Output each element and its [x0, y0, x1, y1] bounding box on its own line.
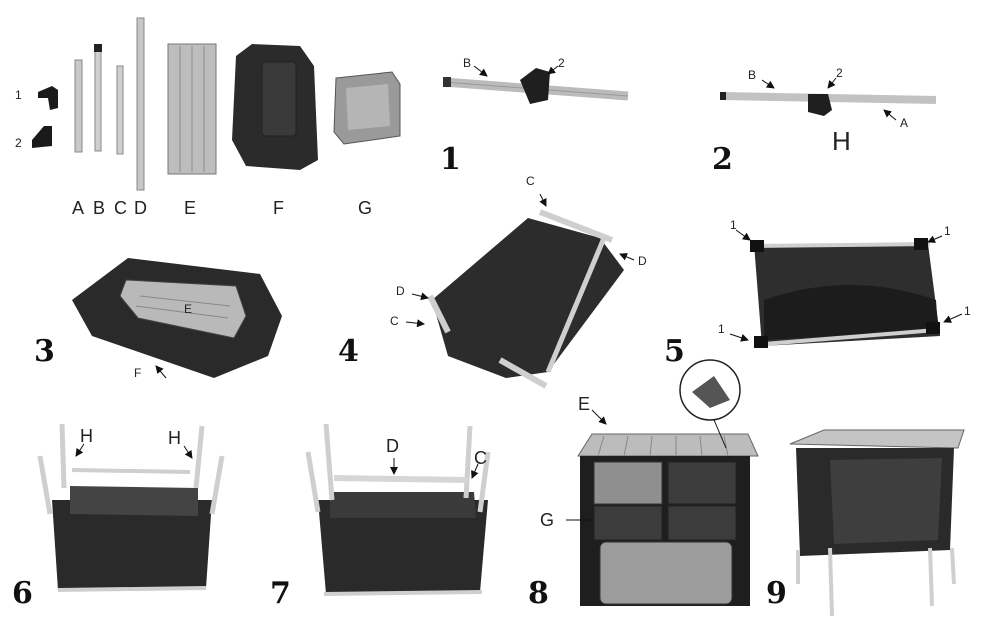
step3-illustration: [72, 258, 282, 379]
part-label-d: D: [134, 198, 147, 218]
pole-a: [74, 59, 83, 153]
step9-illustration: [789, 429, 965, 617]
step4-callout-c-left: C: [390, 314, 399, 328]
step5-callout-1c: 1: [718, 322, 725, 336]
step8-illustration: [566, 359, 759, 606]
step5-callout-1d: 1: [964, 304, 971, 318]
step-number-8: 8: [528, 576, 549, 611]
part-label-b: B: [93, 198, 106, 218]
step6-callout-h-left: H: [80, 426, 93, 446]
step-number-1: 1: [440, 142, 461, 177]
step-number-3: 3: [34, 334, 55, 369]
step4-callout-d-left: D: [396, 284, 405, 298]
step7-callout-d: D: [386, 436, 399, 456]
pole-b: [94, 44, 102, 152]
pole-c: [116, 65, 124, 155]
step4-callout-c-top: C: [526, 174, 535, 188]
part-label-c: C: [114, 198, 127, 218]
step2-callout-h: H: [832, 126, 851, 156]
step-number-4: 4: [338, 334, 359, 369]
table-top-e: [167, 43, 217, 175]
step6-illustration: [37, 423, 225, 592]
step2-callout-b: B: [748, 68, 757, 82]
connector-label-2: 2: [15, 136, 22, 150]
step-number-7: 7: [270, 576, 291, 611]
step1-illustration: [443, 65, 629, 104]
part-label-f: F: [273, 198, 284, 218]
connector-part-2: [32, 126, 52, 148]
step5-illustration: [729, 229, 963, 348]
fabric-cabinet-f: [232, 44, 318, 170]
step3-callout-e: E: [184, 302, 193, 316]
storage-bag-g: [333, 71, 401, 145]
step-number-6: 6: [12, 576, 33, 611]
connector-part-1: [38, 86, 58, 110]
step1-callout-2: 2: [558, 56, 565, 70]
step5-callout-1a: 1: [730, 218, 737, 232]
step4-illustration: [405, 193, 635, 389]
step7-callout-c: C: [474, 448, 487, 468]
connector-label-1: 1: [15, 88, 22, 102]
step2-callout-a: A: [900, 116, 909, 130]
step2-illustration: [720, 77, 937, 121]
step7-illustration: [305, 423, 491, 596]
step-number-9: 9: [766, 576, 787, 611]
step1-callout-b: B: [463, 56, 472, 70]
step6-callout-h-right: H: [168, 428, 181, 448]
step-number-5: 5: [664, 334, 685, 369]
part-label-g: G: [358, 198, 373, 218]
part-label-e: E: [184, 198, 197, 218]
part-label-a: A: [72, 198, 85, 218]
step2-callout-2: 2: [836, 66, 843, 80]
step-number-2: 2: [712, 142, 733, 177]
step5-callout-1b: 1: [944, 224, 951, 238]
step8-callout-g: G: [540, 510, 555, 530]
step3-callout-f: F: [134, 366, 142, 380]
step4-callout-d-right: D: [638, 254, 647, 268]
pole-d: [136, 17, 145, 191]
step8-callout-e: E: [578, 394, 591, 414]
